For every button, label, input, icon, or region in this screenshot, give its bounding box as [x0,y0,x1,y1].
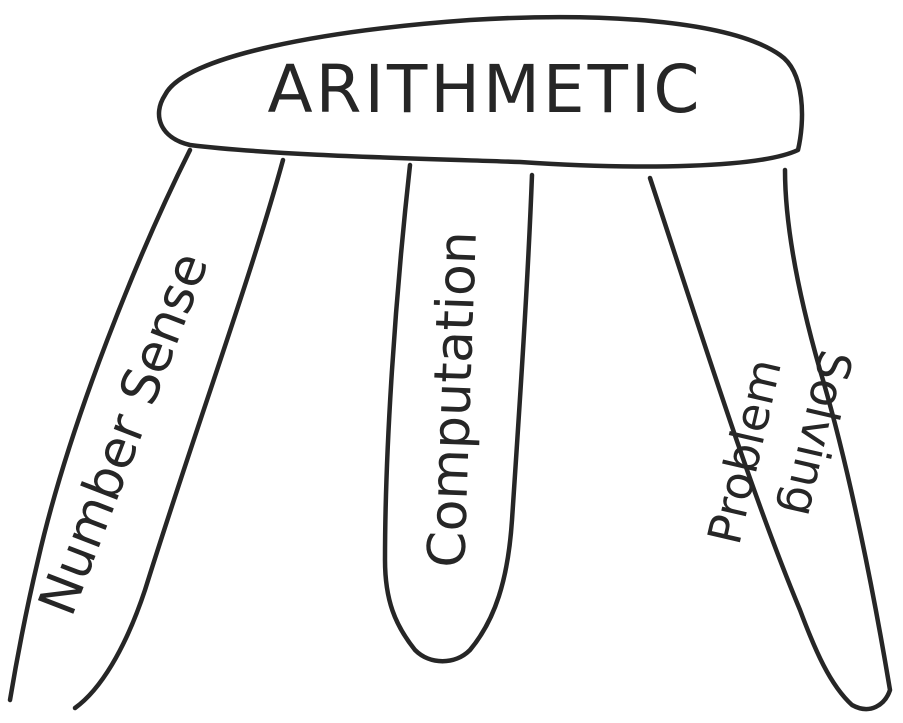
seat-arithmetic: ARITHMETIC [159,17,802,166]
leg-computation-label: Computation [417,230,489,568]
leg-number-sense: Number Sense [10,150,283,708]
leg-computation: Computation [385,165,532,661]
leg-problem-solving: Problem Solving [650,170,890,709]
leg-problem-solving-label-line1: Problem [697,354,792,549]
seat-arithmetic-label: ARITHMETIC [268,51,703,128]
